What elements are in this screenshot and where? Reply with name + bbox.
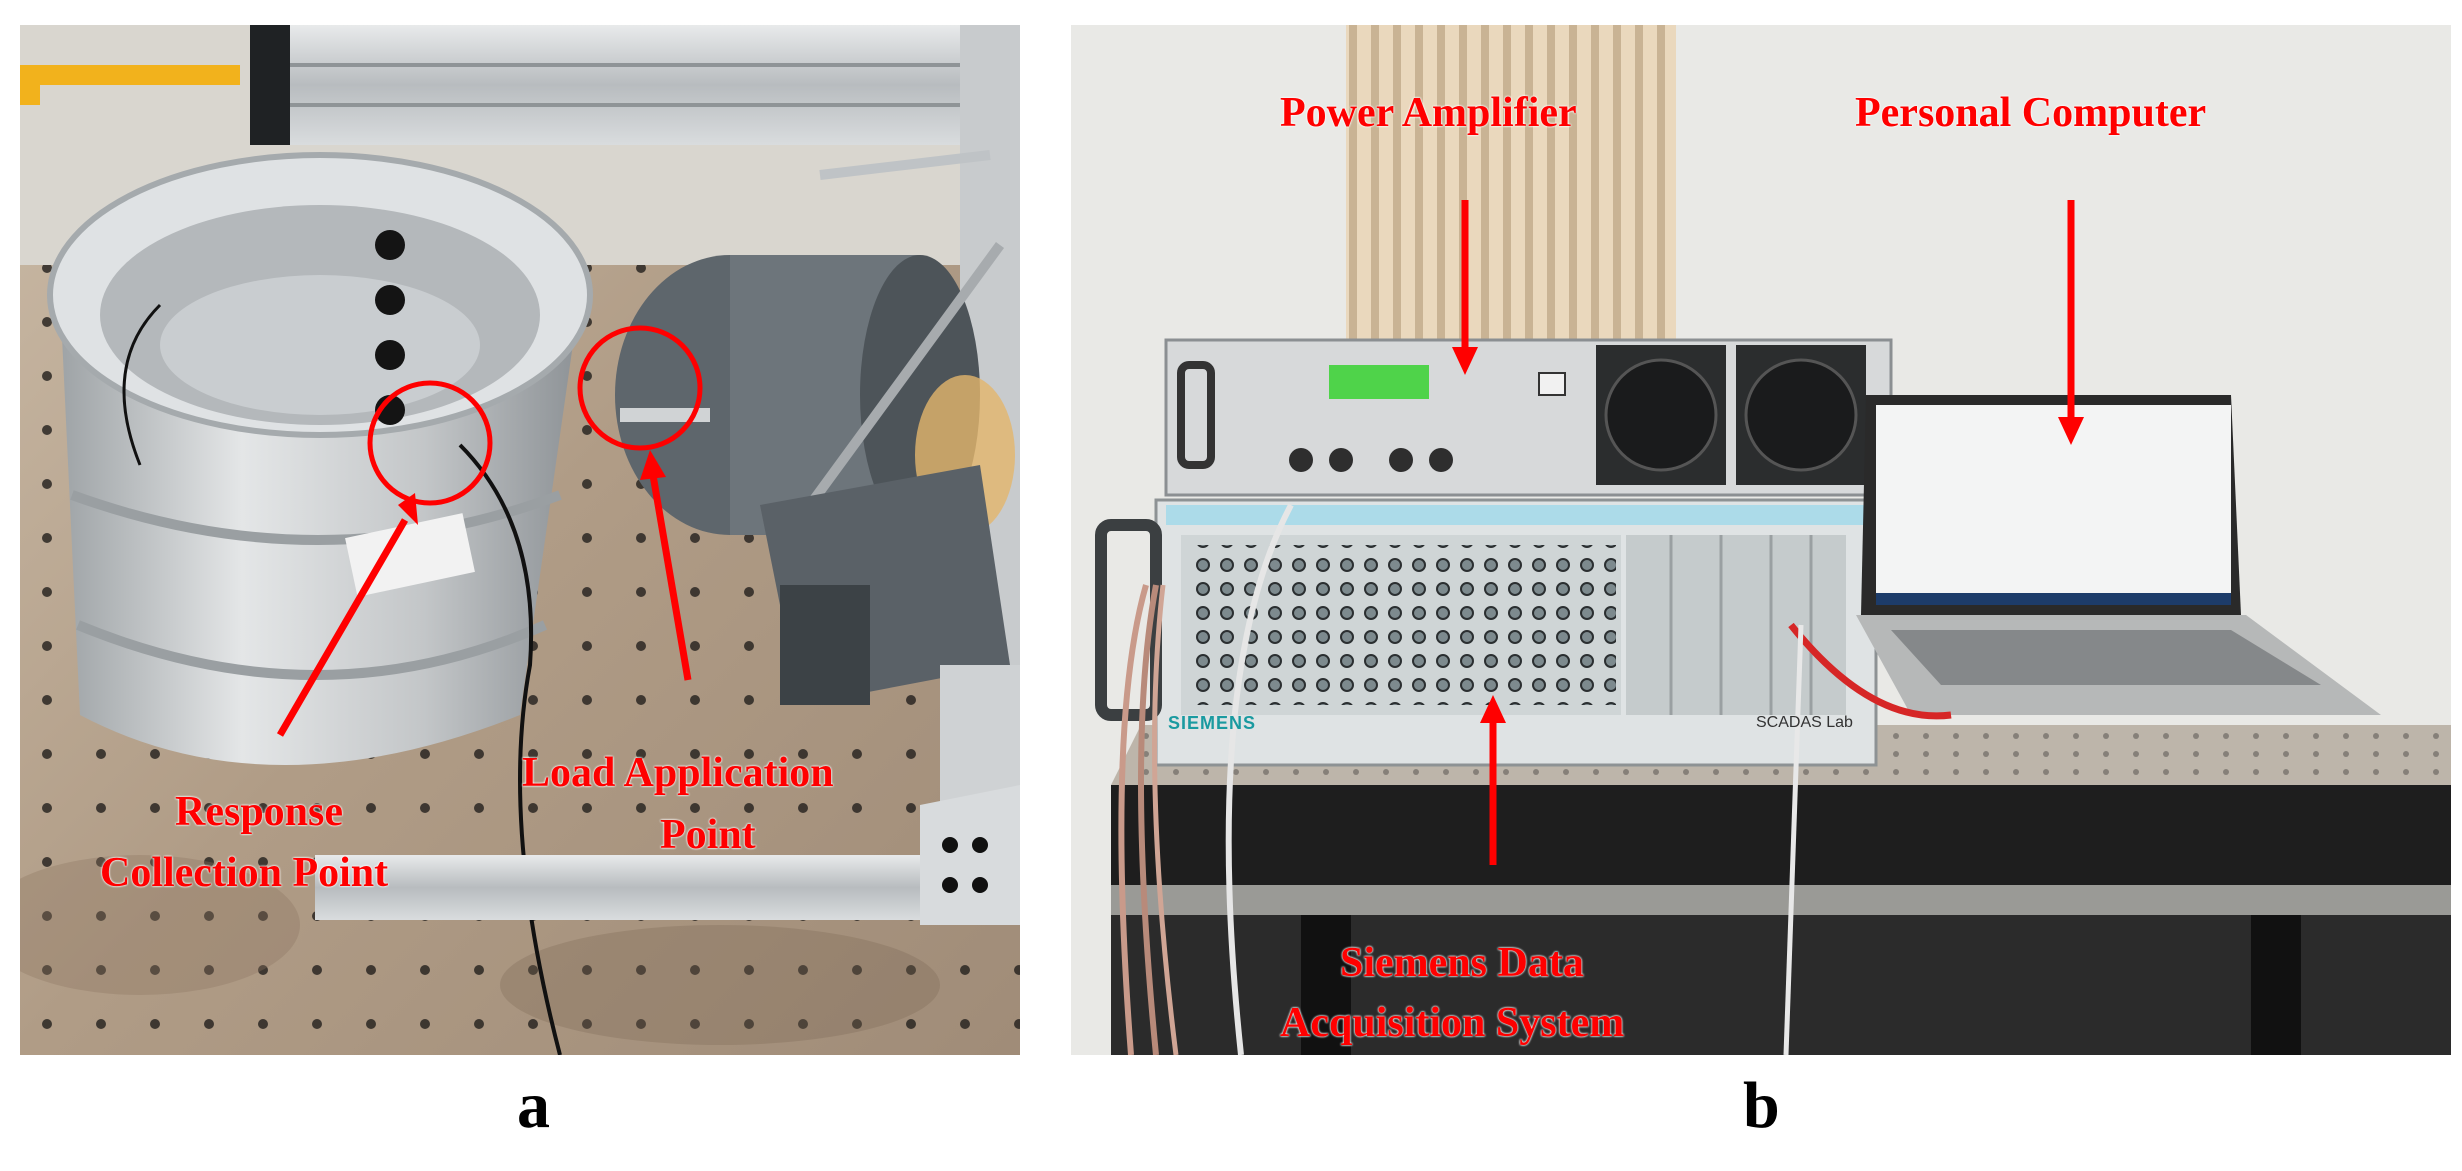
lower-beam (315, 855, 965, 920)
test-rig-photo (20, 25, 1020, 1055)
photo-panel-b (1071, 25, 2451, 1055)
load-point-marker (577, 325, 703, 451)
siemens-brand-text: SIEMENS (1168, 713, 1257, 733)
input-channels (1186, 545, 1616, 705)
scadas-label-text: SCADAS Lab (1756, 714, 1853, 731)
load-label-line1: Load Application (522, 750, 834, 796)
siemens-label-line1: Siemens Data (1340, 940, 1584, 986)
floor-tape (20, 65, 240, 105)
response-arrow (276, 518, 409, 737)
red-cable (1788, 622, 1952, 720)
photo-panel-a (20, 25, 1020, 1055)
top-aluminum-beam (250, 25, 1020, 145)
sensor-cable (458, 443, 562, 1055)
panel-letter-a: a (517, 1069, 550, 1142)
load-arrow (649, 474, 692, 681)
laptop-screen (1876, 405, 2231, 605)
white-cable (1225, 503, 1294, 1055)
amplifier-display (1329, 365, 1429, 399)
power-amplifier-label: Power Amplifier (1280, 90, 1577, 136)
instrument-setup-photo (1071, 25, 2451, 1055)
response-point-marker (367, 380, 493, 506)
response-label-line1: Response (175, 789, 344, 835)
siemens-label-line2: Acquisition System (1280, 1000, 1625, 1046)
personal-computer-label: Personal Computer (1855, 90, 2207, 136)
panel-letter-b: b (1743, 1069, 1780, 1142)
response-label-line2: Collection Point (100, 850, 389, 896)
load-label-line2: Point (660, 812, 756, 858)
